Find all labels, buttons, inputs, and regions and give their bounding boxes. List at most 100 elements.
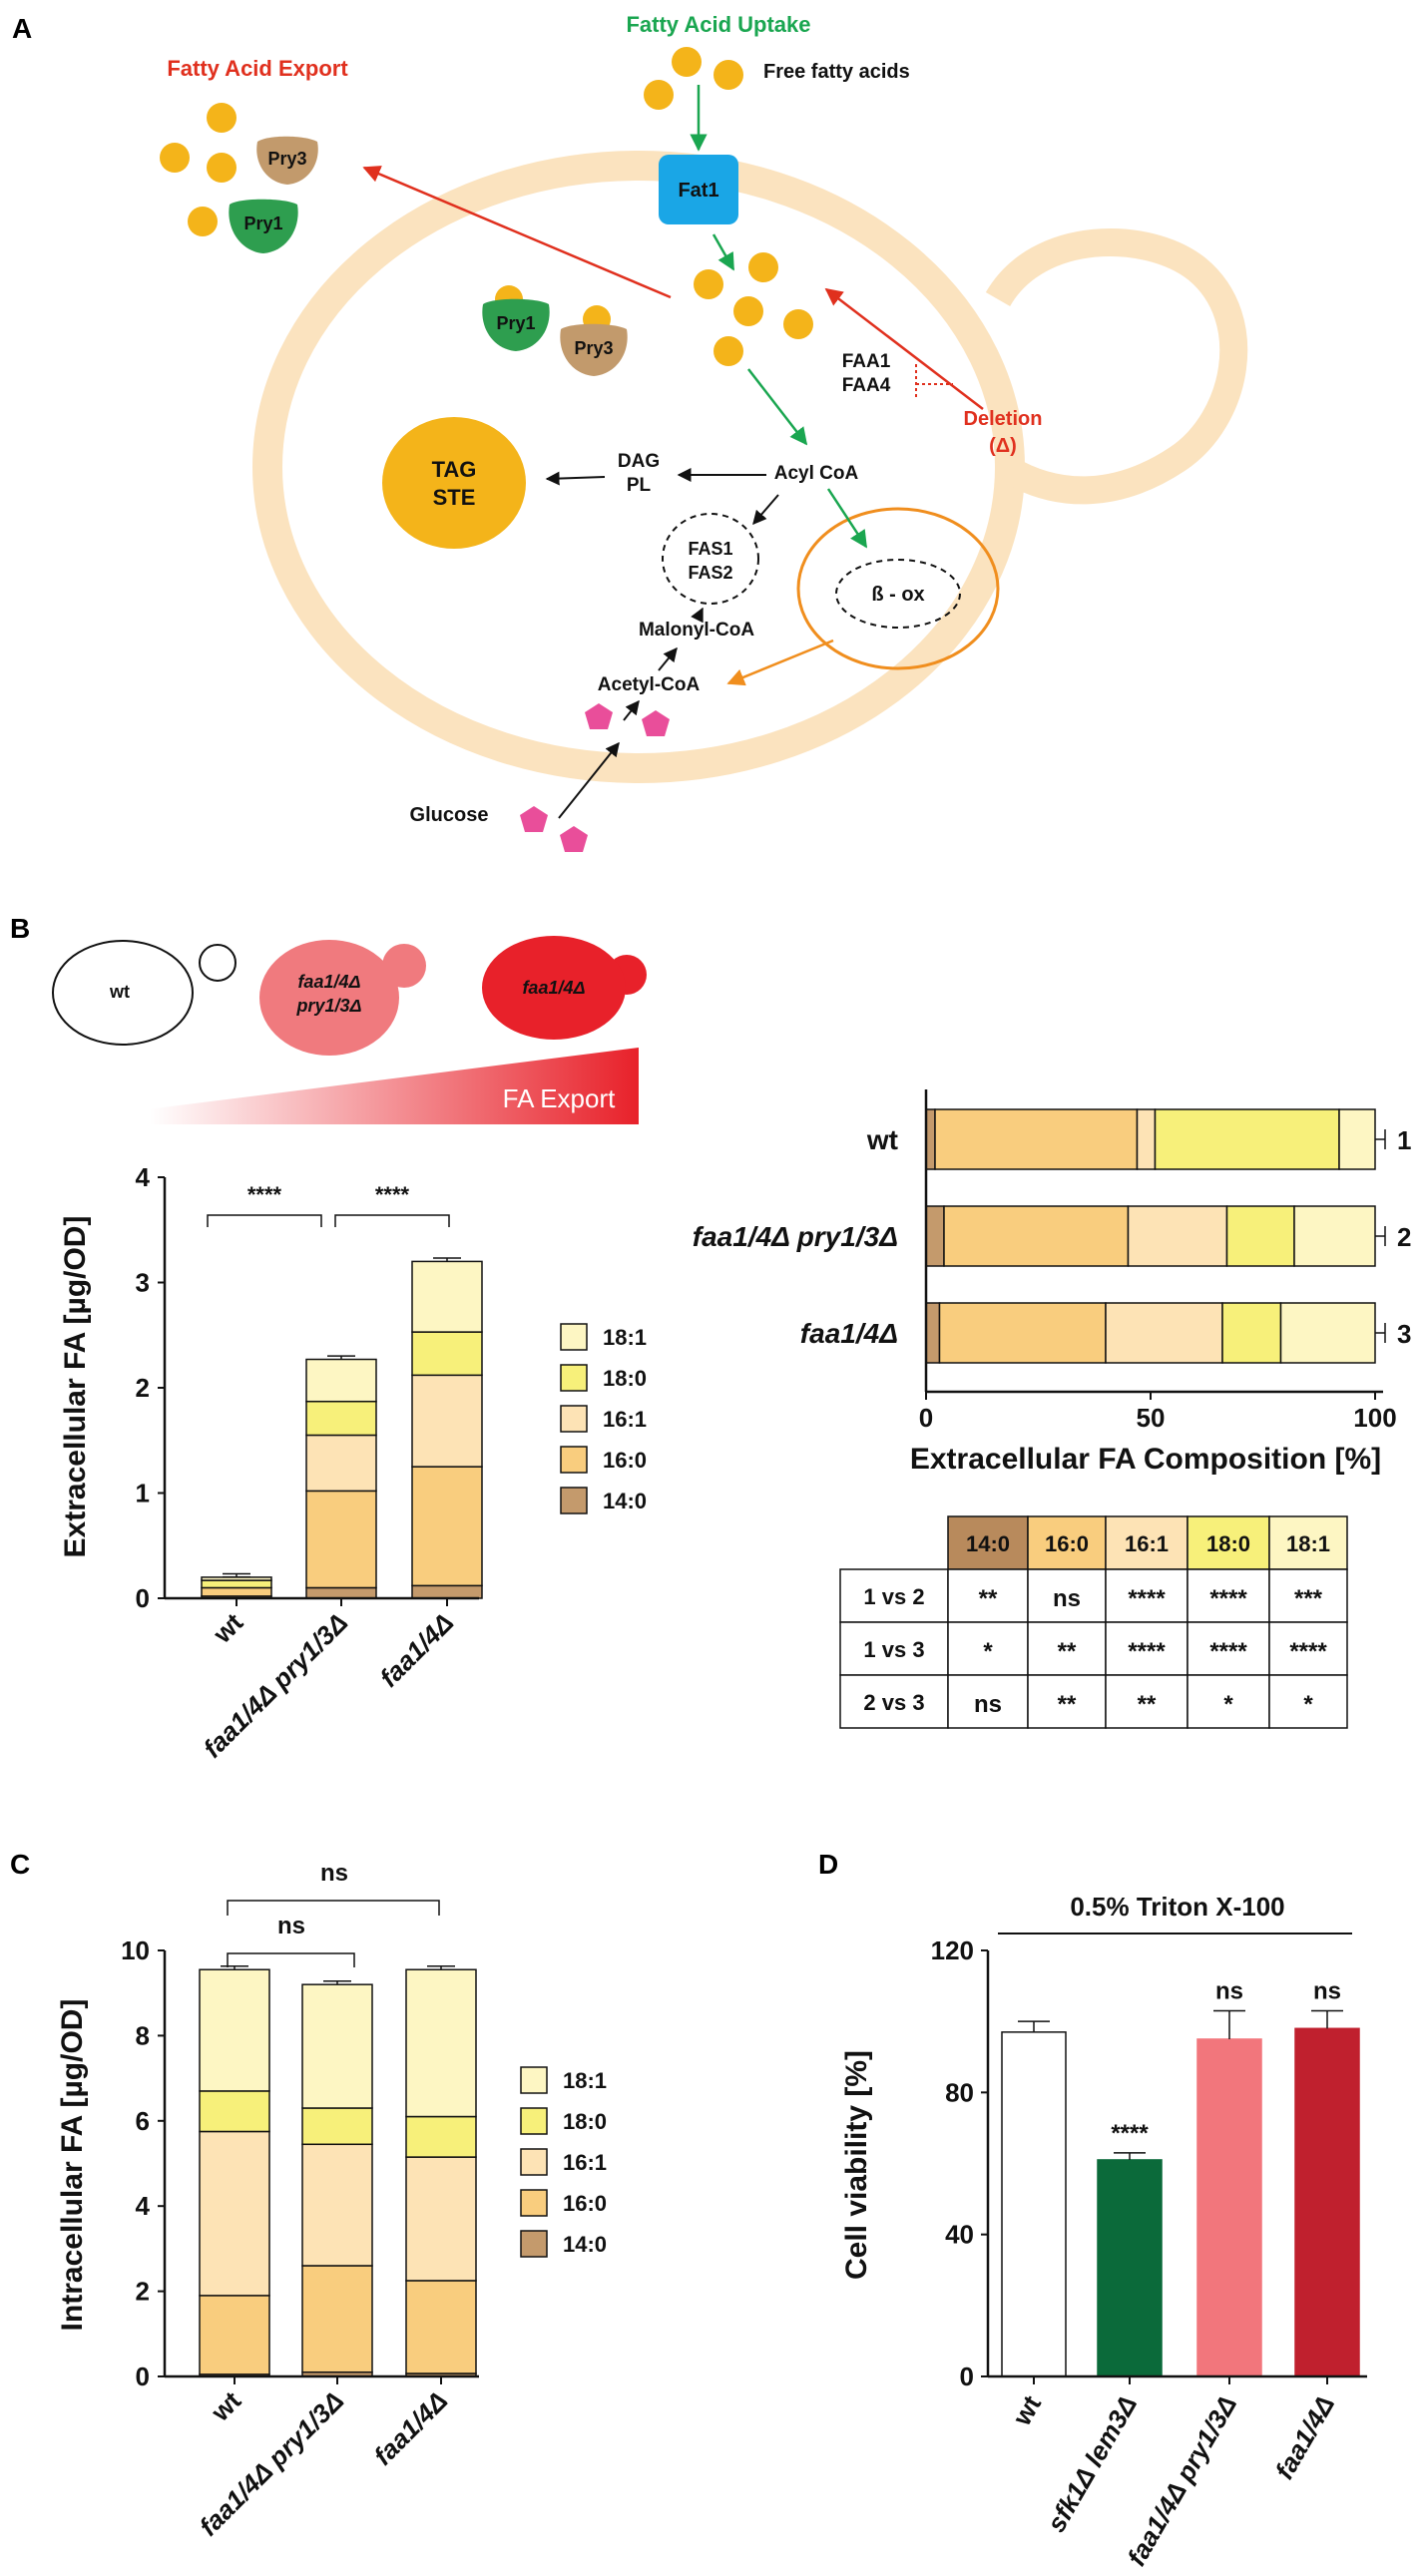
row-number: 2	[1397, 1222, 1411, 1252]
table-cell-value: ****	[1209, 1585, 1247, 1612]
legend-label-16-0: 16:0	[603, 1448, 647, 1473]
pry3-intracellular-shape	[560, 323, 628, 376]
bar-segment-16-1	[405, 2156, 477, 2282]
acyl-to-betaox-arrow	[826, 488, 868, 549]
pry1-export-label: Pry1	[243, 214, 282, 233]
category-label: wt	[866, 1124, 898, 1155]
panel-b: B wt faa1/4Δ pry1/3Δ faa1/4Δ FA Export 0…	[10, 913, 1411, 1764]
acetyl-coa-label: Acetyl-CoA	[598, 674, 701, 695]
table-cell-value: ****	[1209, 1638, 1247, 1665]
table-cell-value: ns	[974, 1691, 1002, 1718]
tag-ste-droplet	[382, 417, 526, 549]
bar-segment-16-1	[199, 2130, 270, 2297]
y-tick-label: 8	[136, 2020, 150, 2050]
bar-segment-18-1	[305, 1358, 377, 1403]
b-right-row-numbers: 123	[1397, 1125, 1411, 1349]
cell-bud	[985, 227, 1248, 505]
intracellular-fa-dots	[694, 252, 813, 366]
y-tick-label: 120	[931, 1935, 974, 1965]
dag-to-tag-arrow	[545, 471, 606, 486]
bar-3	[1294, 2027, 1360, 2377]
legend-swatch-16-0	[560, 1446, 588, 1474]
deletion-arrow	[824, 287, 984, 410]
x-tick-label: wt	[1006, 2390, 1047, 2431]
significance-label: ****	[1111, 2120, 1149, 2147]
export-arrow	[362, 166, 672, 299]
table-cell-value: *	[983, 1638, 993, 1665]
d-y-label: Cell viability [%]	[840, 2050, 873, 2280]
deletion-delta: (Δ)	[989, 435, 1017, 457]
y-tick-label: 0	[136, 2361, 150, 2391]
bar-segment-18-0	[201, 1579, 272, 1589]
y-tick-label: 0	[136, 1583, 150, 1613]
legend-swatch-16-1	[560, 1405, 588, 1433]
strain-single-label: faa1/4Δ	[522, 978, 585, 998]
bar-1	[1097, 2159, 1163, 2377]
y-tick-label: 4	[136, 2191, 151, 2221]
bar-segment-18-1	[405, 1968, 477, 2118]
x-tick-label: faa1/4Δ	[368, 2385, 454, 2471]
exported-fa-dots	[160, 103, 237, 236]
beta-ox-cycle	[835, 559, 961, 629]
legend-label-18-1: 18:1	[563, 2068, 607, 2093]
bar-segment-18-1	[301, 1983, 373, 2109]
yeast-cell	[252, 151, 1248, 783]
x-tick-label: wt	[207, 1607, 249, 1650]
hbar-segment-16-0	[943, 1205, 1130, 1267]
bar-segment-18-0	[305, 1400, 377, 1437]
legend-label-16-1: 16:1	[563, 2150, 607, 2175]
b-right-plot	[925, 1108, 1386, 1364]
y-tick-label: 40	[945, 2220, 974, 2250]
bar-0	[1001, 2031, 1067, 2377]
hbar-segment-18-0	[1221, 1302, 1282, 1364]
table-cell-value: ***	[1294, 1585, 1323, 1612]
table-header-cell	[1187, 1515, 1270, 1570]
bar-segment-18-0	[199, 2090, 270, 2133]
c-legend: 18:118:016:116:014:0	[520, 2066, 607, 2258]
bar-segment-18-1	[411, 1260, 483, 1333]
table-cell-value: ****	[1128, 1638, 1166, 1665]
ste-label: STE	[433, 485, 476, 510]
bar-segment-18-0	[405, 2115, 477, 2158]
b-left-significance-1: ****	[207, 1182, 322, 1227]
legend-label-14-0: 14:0	[563, 2232, 607, 2257]
panel-a: A Fatty Acid Uptake Fatty Acid Export Fr…	[12, 12, 1248, 852]
hbar-segment-14-0	[925, 1205, 945, 1267]
bar-segment-16-1	[301, 2143, 373, 2267]
table-header-label: 16:0	[1045, 1531, 1089, 1556]
fa-export-label: FA Export	[503, 1083, 616, 1113]
y-tick-label: 4	[136, 1162, 151, 1192]
row-number: 3	[1397, 1319, 1411, 1349]
table-cell	[1268, 1674, 1348, 1729]
significance-label: ns	[1313, 1977, 1341, 2004]
table-cell	[1187, 1568, 1270, 1623]
legend-swatch-18-0	[520, 2107, 548, 2135]
b-left-significance-2: ****	[334, 1182, 450, 1227]
tag-label: TAG	[432, 457, 477, 482]
table-cell	[1105, 1568, 1189, 1623]
hbar-segment-14-0	[925, 1108, 936, 1170]
bar-segment-16-0	[199, 2295, 270, 2375]
d-title: 0.5% Triton X-100	[1070, 1892, 1284, 1922]
uptake-arrow-2	[712, 233, 735, 271]
legend-label-16-0: 16:0	[563, 2191, 607, 2216]
legend-label-18-0: 18:0	[603, 1366, 647, 1391]
table-cell-value: **	[979, 1585, 998, 1612]
hbar-segment-16-1	[1136, 1108, 1157, 1170]
table-header-label: 16:1	[1125, 1531, 1169, 1556]
table-cell-value: ns	[1053, 1585, 1081, 1612]
beta-ox-compartment	[796, 507, 1000, 670]
bar-segment-18-1	[201, 1576, 272, 1581]
pry3-export-shape	[256, 136, 318, 185]
bar-segment-18-1	[199, 1968, 270, 2092]
c-y-label: Intracellular FA [µg/OD]	[56, 1999, 89, 2332]
b-left-legend: 18:118:016:116:014:0	[560, 1323, 647, 1514]
y-tick-label: 1	[136, 1479, 150, 1508]
